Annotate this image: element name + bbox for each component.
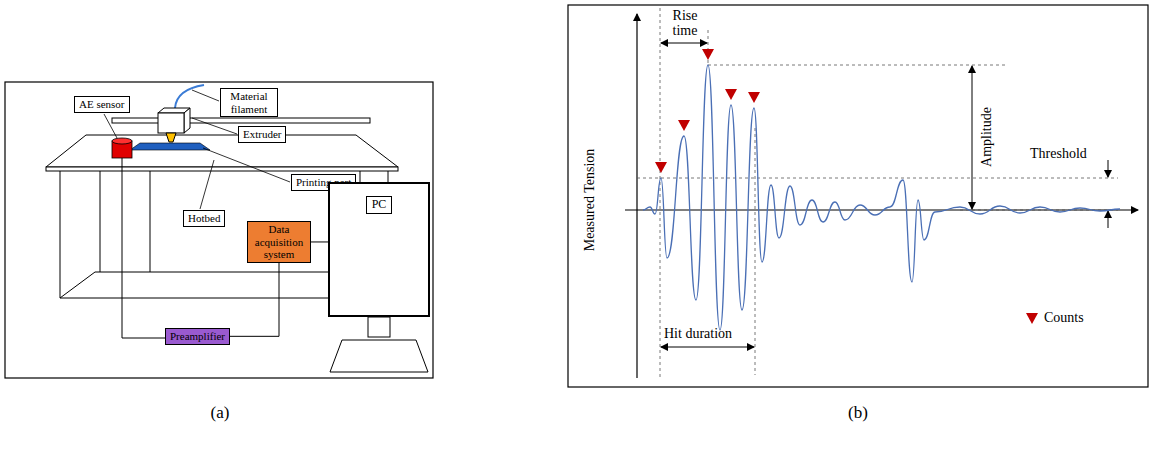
node-label: Material filament bbox=[225, 90, 273, 115]
panel-label: (b) bbox=[848, 404, 868, 423]
node-label: Hotbed bbox=[188, 212, 220, 225]
extruder-block bbox=[158, 108, 190, 142]
count-markers bbox=[655, 49, 760, 173]
node-label: AE sensor bbox=[79, 98, 125, 111]
node-label: Data acquisition system bbox=[252, 223, 306, 261]
annotation-label: Measured Tension bbox=[582, 149, 597, 252]
printed-part bbox=[130, 143, 210, 150]
ae-sensor bbox=[112, 138, 132, 158]
leader-lines bbox=[104, 90, 290, 209]
panel-frame bbox=[5, 82, 433, 378]
legend-marker bbox=[1026, 313, 1038, 324]
pc-monitor: PC bbox=[328, 182, 430, 317]
callout-box: Material filament bbox=[220, 88, 278, 117]
dimension-arrows bbox=[661, 43, 1108, 347]
count-marker bbox=[702, 49, 714, 60]
annotation-label: Threshold bbox=[1030, 146, 1087, 161]
callout-box: AE sensor bbox=[74, 96, 130, 113]
legend-label: Counts bbox=[1044, 310, 1084, 325]
annotation-label: Amplitude bbox=[979, 107, 994, 167]
monitor-stand bbox=[330, 317, 428, 372]
ae-waveform bbox=[643, 65, 1120, 330]
y-axis bbox=[636, 14, 637, 378]
callout-box: Hotbed bbox=[183, 210, 225, 227]
device-box: Data acquisition system bbox=[247, 221, 311, 263]
node-label: Preamplifier bbox=[170, 330, 225, 343]
device-box: Preamplifier bbox=[165, 328, 230, 345]
guide-lines bbox=[637, 8, 1118, 378]
signal-wire bbox=[311, 241, 328, 242]
node-label: Extruder bbox=[243, 128, 281, 141]
signal-wire bbox=[230, 263, 279, 336]
count-marker bbox=[655, 162, 667, 173]
annotation-label: Rise time bbox=[663, 8, 707, 39]
count-marker bbox=[748, 92, 760, 103]
filament bbox=[175, 85, 204, 108]
x-axis bbox=[625, 209, 1138, 210]
pc-label: PC bbox=[366, 196, 393, 214]
count-marker bbox=[725, 89, 737, 100]
count-marker bbox=[678, 120, 690, 131]
sensor-wire bbox=[122, 158, 165, 338]
callout-box: Extruder bbox=[238, 126, 286, 143]
panel-frame bbox=[568, 5, 1148, 387]
annotation-label: Hit duration bbox=[664, 326, 732, 341]
panel-label: (a) bbox=[211, 404, 230, 423]
